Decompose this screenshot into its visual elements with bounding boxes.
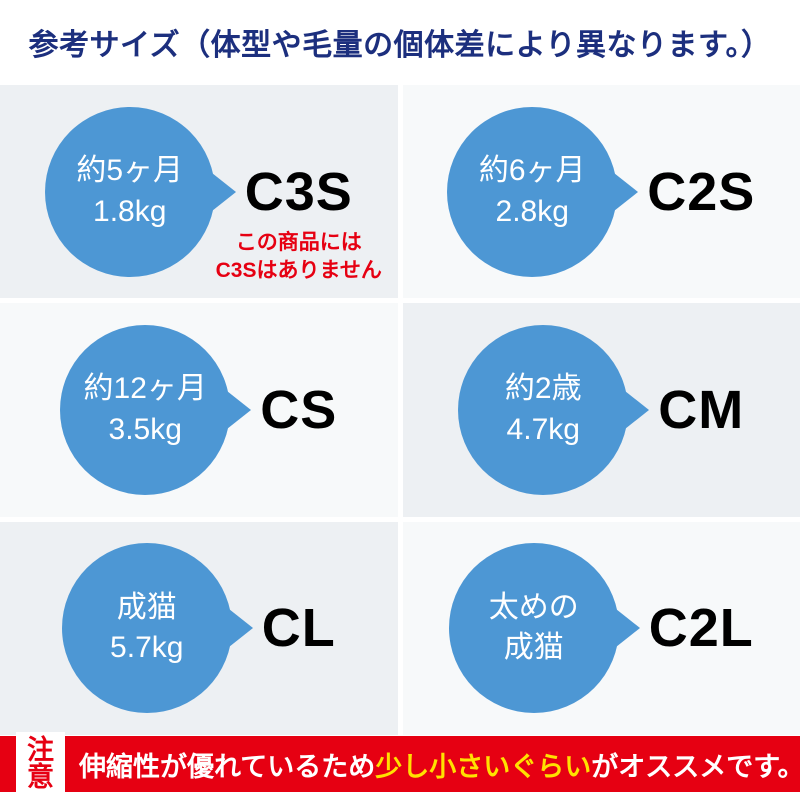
size-cell-c3s: 約5ヶ月 1.8kg C3S この商品には C3Sはありません xyxy=(0,85,398,299)
bubble-age: 約12ヶ月 xyxy=(83,372,207,406)
bubble-pointer-icon xyxy=(228,609,253,648)
size-label-group: C3S この商品には C3Sはありません xyxy=(216,161,382,282)
bubble-age: 約2歳 xyxy=(504,372,582,406)
size-label: CL xyxy=(261,598,336,659)
size-label-group: CS xyxy=(260,383,337,437)
page-title: 参考サイズ（体型や毛量の個体差により異なります。） xyxy=(28,29,772,62)
size-cell-c2s: 約6ヶ月 2.8kg C2S xyxy=(402,85,800,299)
bubble-pointer-icon xyxy=(614,172,639,211)
notice-text-before: 伸縮性が優れているため xyxy=(79,751,376,782)
size-bubble-cs: 約12ヶ月 3.5kg xyxy=(60,324,252,495)
size-label-group: CM xyxy=(658,383,744,437)
bubble-age: 約5ヶ月 xyxy=(76,154,184,188)
bubble-pointer-icon xyxy=(625,390,650,429)
bubble-weight: 3.5kg xyxy=(108,412,182,446)
notice-text: 伸縮性が優れているため少し小さいぐらいがオススメです。 xyxy=(79,745,800,784)
size-label-group: CL xyxy=(262,601,336,655)
bubble-weight: 2.8kg xyxy=(495,194,569,228)
size-grid: 約5ヶ月 1.8kg C3S この商品には C3Sはありません 約6ヶ月 2.8… xyxy=(0,85,800,735)
notice-badge: 注意 xyxy=(16,732,65,796)
size-bubble-c2s: 約6ヶ月 2.8kg xyxy=(447,106,639,277)
bubble-age: 約6ヶ月 xyxy=(478,154,586,188)
size-label: CS xyxy=(260,379,338,440)
size-bubble-c3s: 約5ヶ月 1.8kg xyxy=(44,106,236,277)
bubble-weight: 4.7kg xyxy=(506,412,580,446)
bubble-age: 成猫 xyxy=(116,590,177,624)
bubble-pointer-icon xyxy=(211,172,236,211)
size-label: CM xyxy=(658,379,745,440)
bubble-pointer-icon xyxy=(227,390,252,429)
size-cell-cl: 成猫 5.7kg CL xyxy=(0,521,398,735)
size-cell-cs: 約12ヶ月 3.5kg CS xyxy=(0,303,398,517)
size-cell-cm: 約2歳 4.7kg CM xyxy=(402,303,800,517)
bubble-weight: 成猫 xyxy=(503,631,564,665)
bubble-weight: 1.8kg xyxy=(93,194,167,228)
note-line-1: この商品には xyxy=(235,230,362,254)
size-bubble-cl: 成猫 5.7kg xyxy=(61,543,253,714)
size-bubble-cm: 約2歳 4.7kg xyxy=(458,324,650,495)
availability-note: この商品には C3Sはありません xyxy=(216,229,382,286)
size-label: C2S xyxy=(647,161,756,222)
notice-text-after: がオススメです。 xyxy=(591,751,800,782)
notice-text-highlight: 少し小さいぐらい xyxy=(375,751,592,782)
bubble-age: 太めの xyxy=(488,590,579,624)
size-label-group: C2S xyxy=(647,165,755,219)
bubble-pointer-icon xyxy=(615,609,640,648)
size-label: C3S xyxy=(244,161,353,222)
size-cell-c2l: 太めの 成猫 C2L xyxy=(402,521,800,735)
size-label: C2L xyxy=(648,598,754,659)
size-bubble-c2l: 太めの 成猫 xyxy=(448,543,640,714)
note-line-2: C3Sはありません xyxy=(215,259,382,282)
notice-bar: 注意 伸縮性が優れているため少し小さいぐらいがオススメです。 xyxy=(0,732,800,796)
size-label-group: C2L xyxy=(649,601,754,655)
bubble-weight: 5.7kg xyxy=(110,631,184,665)
